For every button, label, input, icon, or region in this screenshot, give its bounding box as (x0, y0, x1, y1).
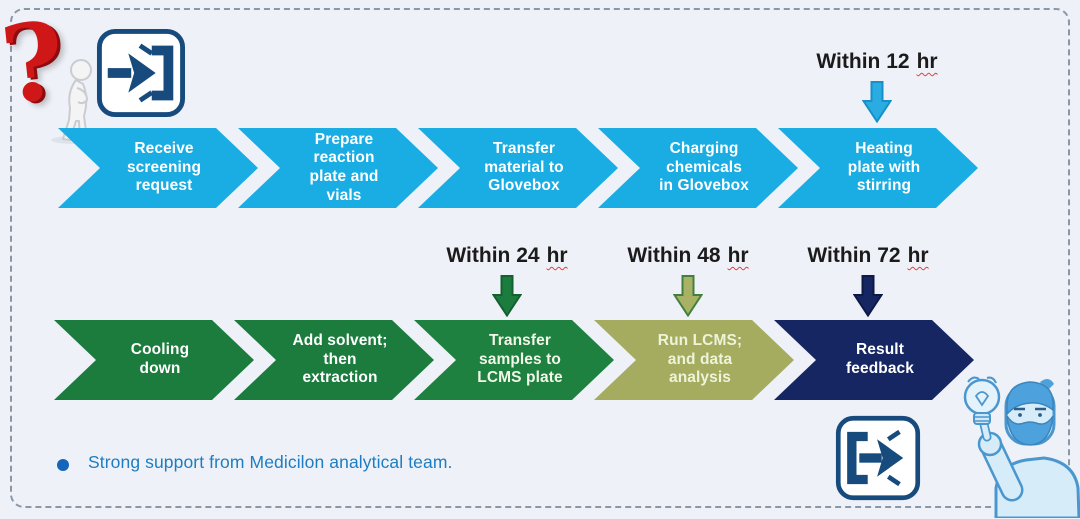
annotation-unit: hr (727, 244, 749, 267)
man-with-lightbulb-illustration (963, 376, 1080, 518)
down-arrow-icon (673, 275, 703, 317)
flow-step-label: Transfer samples to LCMS plate (477, 332, 563, 387)
enter-arrow-icon (96, 28, 186, 118)
step-add-solvent-extraction: Add solvent; then extraction (234, 320, 434, 400)
down-arrow-icon (853, 275, 883, 317)
note-bullet (57, 459, 69, 471)
flow-step-label: Transfer material to Glovebox (484, 140, 564, 195)
step-prepare-reaction-plate: Prepare reaction plate and vials (238, 128, 438, 208)
annotation-unit: hr (916, 50, 938, 73)
step-heating-plate: Heating plate with stirring (778, 128, 978, 208)
down-arrow-icon (492, 275, 522, 317)
down-arrow-icon (862, 81, 892, 123)
flow-step-label: Result feedback (846, 341, 914, 377)
step-receive-screening-request: Receive screening request (58, 128, 258, 208)
step-transfer-material-glovebox: Transfer material to Glovebox (418, 128, 618, 208)
step-charging-chemicals: Charging chemicals in Glovebox (598, 128, 798, 208)
flow-step-label: Cooling down (130, 341, 190, 377)
flow-step-label: Receive screening request (126, 140, 202, 195)
step-cooling-down: Cooling down (54, 320, 254, 400)
flow-step-label: Add solvent; then extraction (292, 332, 388, 387)
flow-step-label: Charging chemicals in Glovebox (659, 140, 749, 195)
annotation-unit: hr (907, 244, 929, 267)
step-run-lcms-analysis: Run LCMS; and data analysis (594, 320, 794, 400)
flow-step-label: Run LCMS; and data analysis (657, 332, 743, 387)
annotation-unit: hr (546, 244, 568, 267)
flow-step-label: Heating plate with stirring (847, 140, 921, 195)
step-transfer-samples-lcms: Transfer samples to LCMS plate (414, 320, 614, 400)
note-text: Strong support from Medicilon analytical… (88, 452, 453, 472)
flow-step-label: Prepare reaction plate and vials (309, 130, 379, 204)
exit-arrow-icon (835, 415, 921, 501)
